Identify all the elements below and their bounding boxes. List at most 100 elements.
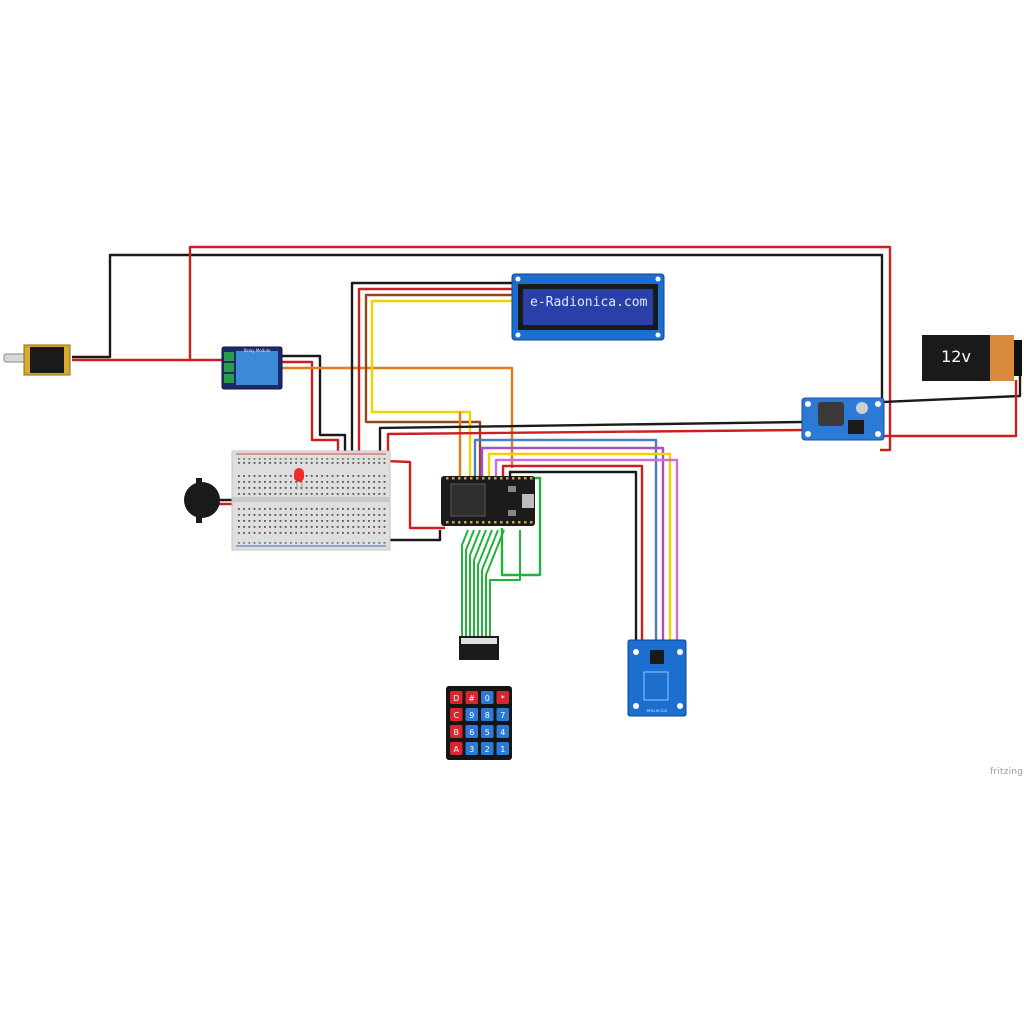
breadboard-hole — [383, 542, 386, 544]
breadboard-hole — [253, 487, 256, 489]
lcd-text: e-Radionica.com — [530, 295, 648, 310]
breadboard-hole — [383, 487, 386, 489]
breadboard-hole — [258, 526, 261, 528]
breadboard-hole — [336, 526, 339, 528]
esp32-pin — [530, 521, 533, 524]
breadboard-hole — [305, 493, 308, 495]
esp32-pin — [482, 521, 485, 524]
esp32-pin — [470, 477, 473, 480]
breadboard-hole — [373, 458, 375, 460]
keypad-wires — [461, 529, 521, 636]
breadboard-hole — [274, 458, 277, 460]
keypad-wire-2 — [465, 529, 475, 636]
breadboard-hole — [243, 458, 245, 460]
breadboard-hole — [248, 526, 251, 528]
rfid-hole-3 — [633, 703, 639, 709]
breadboard-hole — [269, 487, 271, 489]
breadboard-hole — [331, 493, 334, 495]
keypad-key[interactable] — [481, 708, 494, 721]
breadboard-hole — [290, 475, 292, 477]
breadboard-hole — [279, 487, 282, 489]
breadboard-hole — [238, 508, 240, 510]
keypad-key[interactable] — [450, 708, 463, 721]
keypad-key-label: 0 — [485, 694, 490, 703]
keypad-key[interactable] — [481, 742, 494, 755]
breadboard-hole — [284, 487, 287, 489]
breadboard-hole — [373, 514, 375, 516]
breadboard-hole — [269, 520, 271, 522]
breadboard-hole — [310, 514, 313, 516]
esp32-button-1 — [508, 486, 516, 492]
keypad-key[interactable] — [450, 691, 463, 704]
breadboard-hole — [279, 481, 282, 483]
keypad-key[interactable] — [465, 708, 479, 721]
breadboard-hole — [258, 508, 261, 510]
breadboard-hole — [258, 481, 261, 483]
keypad-key[interactable] — [496, 725, 510, 738]
breadboard-hole — [269, 462, 271, 464]
keypad-key[interactable] — [450, 725, 463, 738]
battery-12v: 12v — [922, 335, 1022, 381]
breadboard-hole — [336, 487, 339, 489]
rfid-reader: RFID-RC522 — [627, 639, 687, 717]
breadboard-hole — [305, 462, 308, 464]
breadboard-hole — [243, 520, 245, 522]
keypad-key[interactable] — [465, 691, 479, 704]
breadboard-hole — [321, 493, 323, 495]
breadboard-hole — [331, 462, 334, 464]
wire-red-stepdown — [386, 428, 803, 458]
keypad-key[interactable] — [496, 708, 510, 721]
breadboard-hole — [368, 532, 370, 534]
breadboard-hole — [284, 458, 287, 460]
breadboard-hole — [248, 475, 251, 477]
keypad-key[interactable] — [496, 691, 510, 704]
breadboard-hole — [258, 462, 261, 464]
wire-black-relay-breadboard — [282, 354, 347, 455]
keypad-key[interactable] — [465, 725, 479, 738]
breadboard-hole — [279, 532, 282, 534]
breadboard-hole — [269, 542, 271, 544]
breadboard-hole — [357, 526, 360, 528]
breadboard-hole — [362, 520, 365, 522]
breadboard-hole — [284, 493, 287, 495]
esp32-pin — [470, 521, 473, 524]
esp32-pin — [458, 477, 461, 480]
keypad-key[interactable] — [496, 742, 510, 755]
breadboard-hole — [238, 462, 240, 464]
breadboard-hole — [253, 475, 256, 477]
keypad-key[interactable] — [481, 725, 494, 738]
breadboard-hole — [347, 520, 349, 522]
breadboard-hole — [290, 526, 292, 528]
breadboard-hole — [248, 520, 251, 522]
breadboard-hole — [368, 542, 370, 544]
breadboard-hole — [373, 532, 375, 534]
keypad-key[interactable] — [450, 742, 463, 755]
breadboard-hole — [321, 526, 323, 528]
esp32-pin — [530, 477, 533, 480]
breadboard-hole — [290, 532, 292, 534]
esp32-pin — [506, 477, 509, 480]
breadboard-hole — [258, 520, 261, 522]
breadboard-hole — [352, 532, 355, 534]
breadboard-hole — [373, 462, 375, 464]
breadboard-hole — [305, 508, 308, 510]
keypad-key[interactable] — [465, 742, 479, 755]
breadboard-hole — [352, 481, 355, 483]
keypad-key[interactable] — [481, 691, 494, 704]
breadboard-hole — [336, 514, 339, 516]
breadboard-hole — [248, 481, 251, 483]
breadboard-hole — [253, 508, 256, 510]
breadboard-hole — [352, 458, 355, 460]
piezo-buzzer — [184, 478, 220, 523]
breadboard-hole — [373, 493, 375, 495]
breadboard-hole — [326, 462, 329, 464]
breadboard-hole — [305, 458, 308, 460]
keypad-key-label: A — [454, 745, 460, 754]
breadboard-hole — [264, 458, 266, 460]
solenoid-lock — [3, 344, 71, 376]
wire-red-top-loop — [188, 245, 892, 452]
breadboard-hole — [305, 542, 308, 544]
breadboard-hole — [357, 508, 360, 510]
breadboard-hole — [243, 462, 245, 464]
breadboard-hole — [326, 514, 329, 516]
